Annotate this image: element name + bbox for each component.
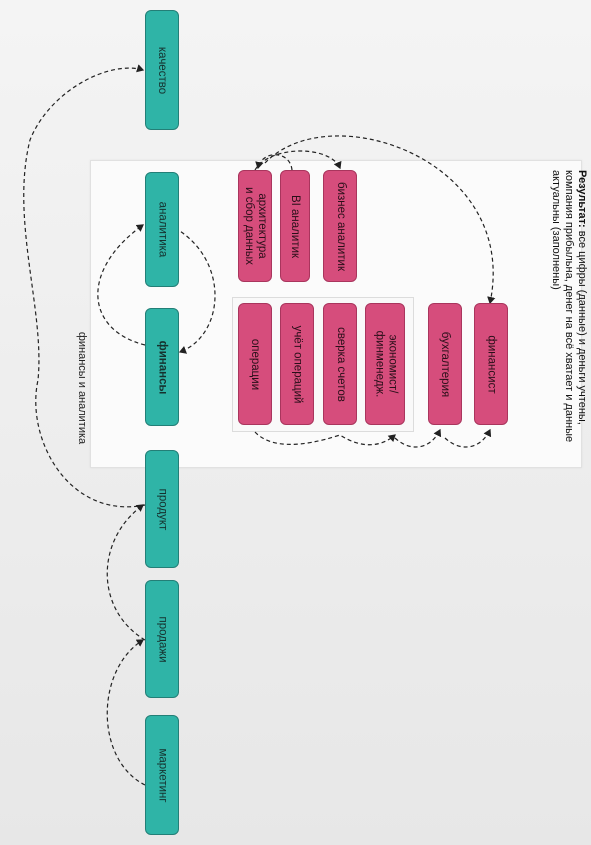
role-architecture-label: архитектура и сбор данных [243,187,269,265]
role-business-analyst: бизнес аналитик [323,170,357,282]
arrow-sales-to-product [106,504,146,641]
role-accounting-operations-label: учёт операций [291,325,304,403]
result-label: Результат: [576,170,588,228]
node-marketing: маркетинг [145,715,179,835]
node-product: продукт [145,450,179,568]
node-finance: финансы [145,308,179,426]
result-text-block: Результат: все цифры (данные) и деньги у… [549,170,588,462]
node-quality: качество [145,10,179,130]
node-sales-label: продажи [156,616,169,662]
role-reconciliation: сверка счетов [323,303,357,425]
node-sales: продажи [145,580,179,698]
role-accounting-operations: учёт операций [280,303,314,425]
role-bookkeeping-label: бухгалтерия [439,331,452,397]
role-operations-label: операции [249,338,262,390]
role-reconciliation-label: сверка счетов [334,326,347,402]
arrow-marketing-to-sales [106,639,146,786]
result-caption: Результат: все цифры (данные) и деньги у… [532,170,588,462]
role-bookkeeping: бухгалтерия [428,303,462,425]
role-bi-analyst-label: BI аналитик [289,194,302,258]
node-analytics: аналитика [145,172,179,287]
node-product-label: продукт [156,488,169,530]
node-quality-label: качество [156,46,169,94]
role-economist: экономист/ финменедж. [365,303,405,425]
role-financier: финансист [474,303,508,425]
node-finance-label: финансы [156,340,169,394]
role-business-analyst-label: бизнес аналитик [334,181,347,271]
role-financier-label: финансист [485,334,498,394]
role-operations: операции [238,303,272,425]
role-architecture: архитектура и сбор данных [238,170,272,282]
role-bi-analyst: BI аналитик [280,170,310,282]
node-marketing-label: маркетинг [156,747,169,803]
node-analytics-label: аналитика [156,201,169,258]
section-label-text: финансы и аналитика [76,331,88,445]
role-economist-label: экономист/ финменедж. [373,330,399,398]
